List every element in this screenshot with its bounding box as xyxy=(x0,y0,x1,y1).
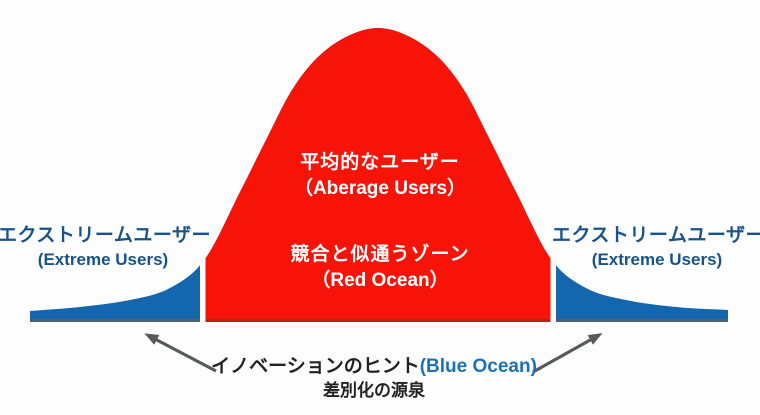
right-annotation-arrow xyxy=(532,333,603,374)
red-center-shape xyxy=(202,28,553,322)
differentiation-source-text: 差別化の源泉 xyxy=(323,381,425,400)
left-tail-bottom-edge xyxy=(30,319,202,322)
right-extreme-users-jp: エクストリームユーザー xyxy=(552,225,760,246)
red-bottom-edge xyxy=(202,319,553,322)
left-separator-gap xyxy=(200,232,206,327)
right-separator-gap xyxy=(550,232,556,327)
left-extreme-users-en: (Extreme Users) xyxy=(37,250,169,269)
innovation-hint-line1: イノベーションのヒント(Blue Ocean) xyxy=(0,354,748,379)
average-users-jp: 平均的なユーザー xyxy=(300,152,460,173)
left-annotation-arrow xyxy=(144,333,217,373)
red-ocean-jp: 競合と似通うゾーン xyxy=(290,244,470,265)
left-extreme-users-label: エクストリームユーザー (Extreme Users) xyxy=(0,223,211,271)
right-extreme-users-en: (Extreme Users) xyxy=(591,250,723,269)
innovation-hint-jp: イノベーションのヒント xyxy=(211,356,420,377)
average-users-label: 平均的なユーザー （Aberage Users） xyxy=(230,150,530,201)
red-ocean-label: 競合と似通うゾーン （Red Ocean） xyxy=(230,242,530,293)
blue-ocean-text: (Blue Ocean) xyxy=(419,356,537,377)
innovation-hint-footnote: イノベーションのヒント(Blue Ocean) 差別化の源泉 xyxy=(0,354,748,402)
red-ocean-en: （Red Ocean） xyxy=(311,270,449,291)
average-users-en: （Aberage Users） xyxy=(293,178,467,199)
right-tail-bottom-edge xyxy=(553,319,728,322)
left-extreme-users-jp: エクストリームユーザー xyxy=(0,225,211,246)
right-extreme-users-label: エクストリームユーザー (Extreme Users) xyxy=(552,223,760,271)
